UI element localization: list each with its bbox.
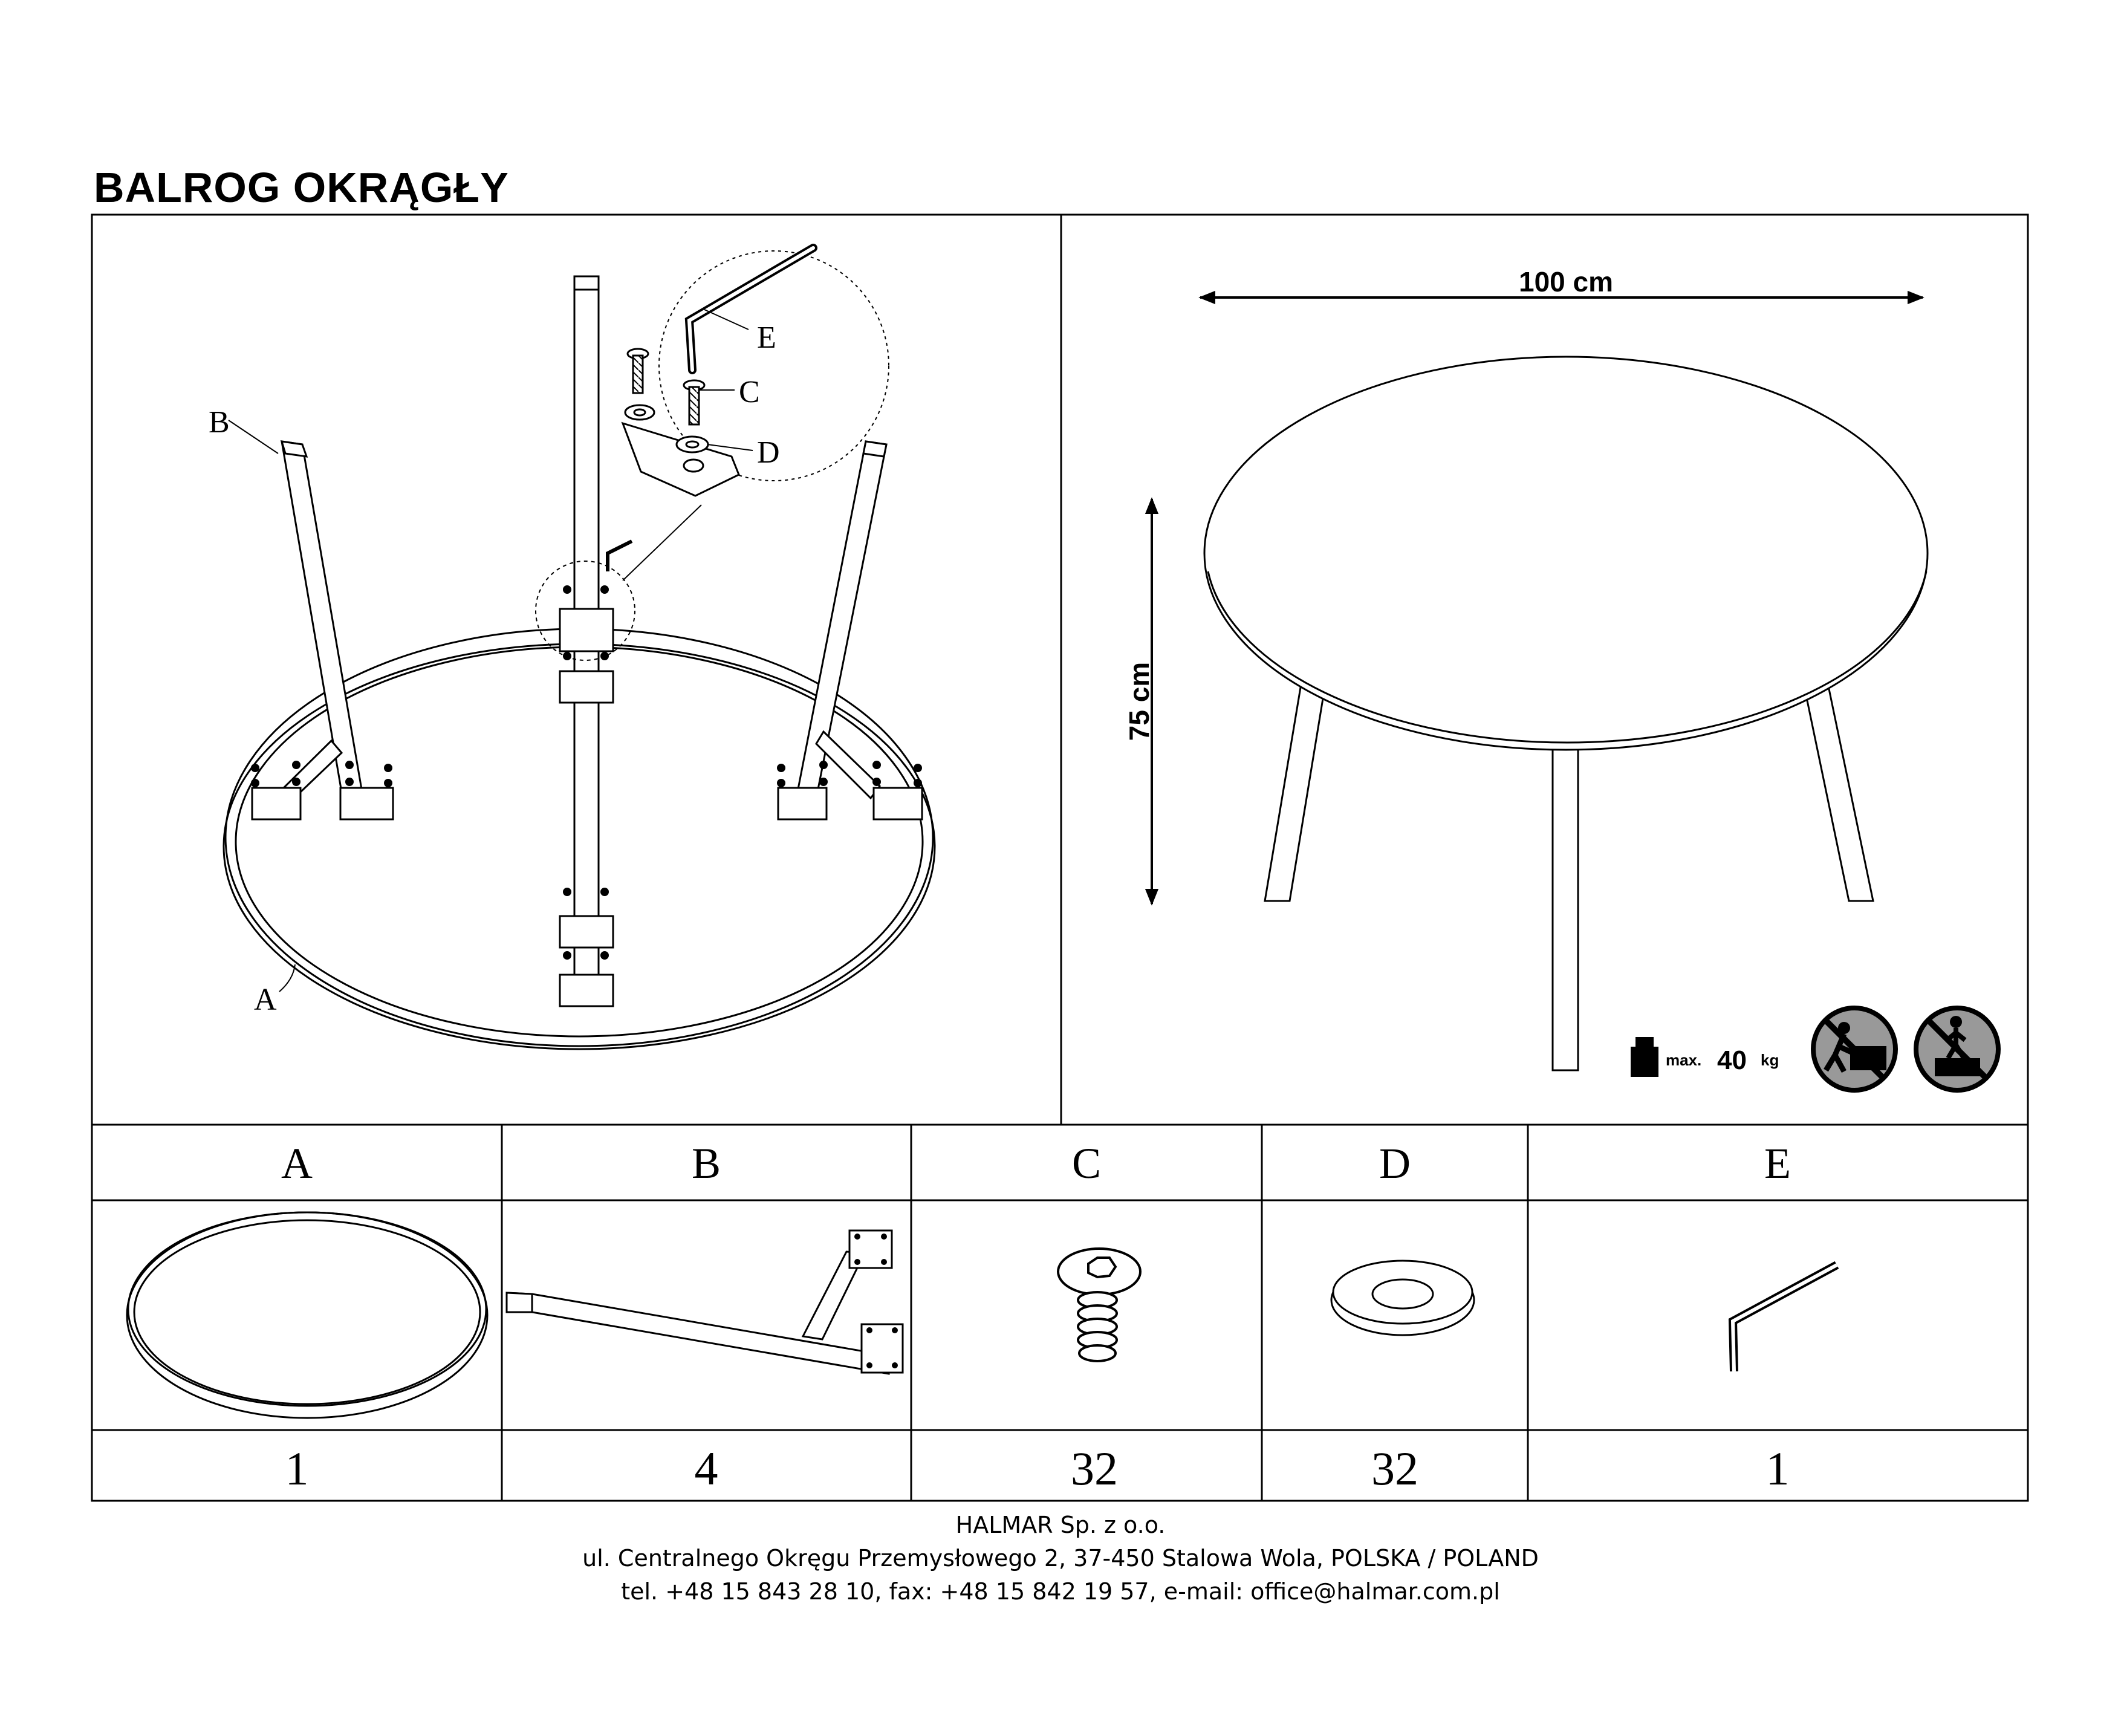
parts-table: A B C D E — [126, 1139, 1839, 1495]
callout-d: D — [757, 435, 780, 470]
callout-e: E — [757, 320, 776, 355]
width-dimension: 100 cm — [1519, 266, 1613, 297]
part-header-d: D — [1379, 1139, 1411, 1188]
part-e-illustration — [1728, 1261, 1839, 1372]
part-d-illustration — [1330, 1260, 1475, 1336]
part-c-illustration — [1057, 1247, 1142, 1362]
part-a-illustration — [126, 1211, 489, 1419]
page-title: BALROG OKRĄGŁY — [94, 164, 509, 211]
leg-center — [559, 275, 614, 1007]
leg-right — [777, 440, 923, 821]
part-qty-a: 1 — [285, 1442, 309, 1495]
dimension-view — [1145, 290, 1929, 1071]
assembly-view: B A E C D — [209, 244, 936, 1050]
footer-contact[interactable]: tel. +48 15 843 28 10, fax: +48 15 842 1… — [621, 1578, 1500, 1605]
footer-company: HALMAR Sp. z o.o. — [955, 1512, 1166, 1538]
part-header-b: B — [692, 1139, 721, 1188]
part-b-illustration — [505, 1229, 904, 1375]
load-unit: kg — [1761, 1051, 1779, 1069]
callout-c: C — [739, 375, 760, 409]
part-qty-b: 4 — [695, 1442, 718, 1495]
load-prefix: max. — [1666, 1051, 1701, 1069]
part-header-a: A — [281, 1139, 313, 1188]
load-value: 40 — [1717, 1045, 1747, 1075]
part-qty-c: 32 — [1071, 1442, 1118, 1495]
callout-b: B — [209, 405, 230, 440]
zoom-detail — [621, 244, 889, 497]
height-dimension: 75 cm — [1123, 662, 1155, 741]
bolts — [251, 585, 922, 960]
weight-icon — [1631, 1037, 1658, 1077]
part-qty-e: 1 — [1766, 1442, 1790, 1495]
frame — [91, 213, 2029, 1502]
part-header-e: E — [1764, 1139, 1791, 1188]
callout-a: A — [254, 983, 277, 1017]
no-standing-icon — [1914, 1006, 2001, 1093]
screw-detail — [626, 348, 706, 426]
footer-address: ul. Centralnego Okręgu Przemysłowego 2, … — [582, 1545, 1539, 1572]
leg-left — [251, 440, 394, 821]
no-climbing-icon — [1811, 1006, 1898, 1093]
part-qty-d: 32 — [1371, 1442, 1418, 1495]
part-header-c: C — [1072, 1139, 1101, 1188]
